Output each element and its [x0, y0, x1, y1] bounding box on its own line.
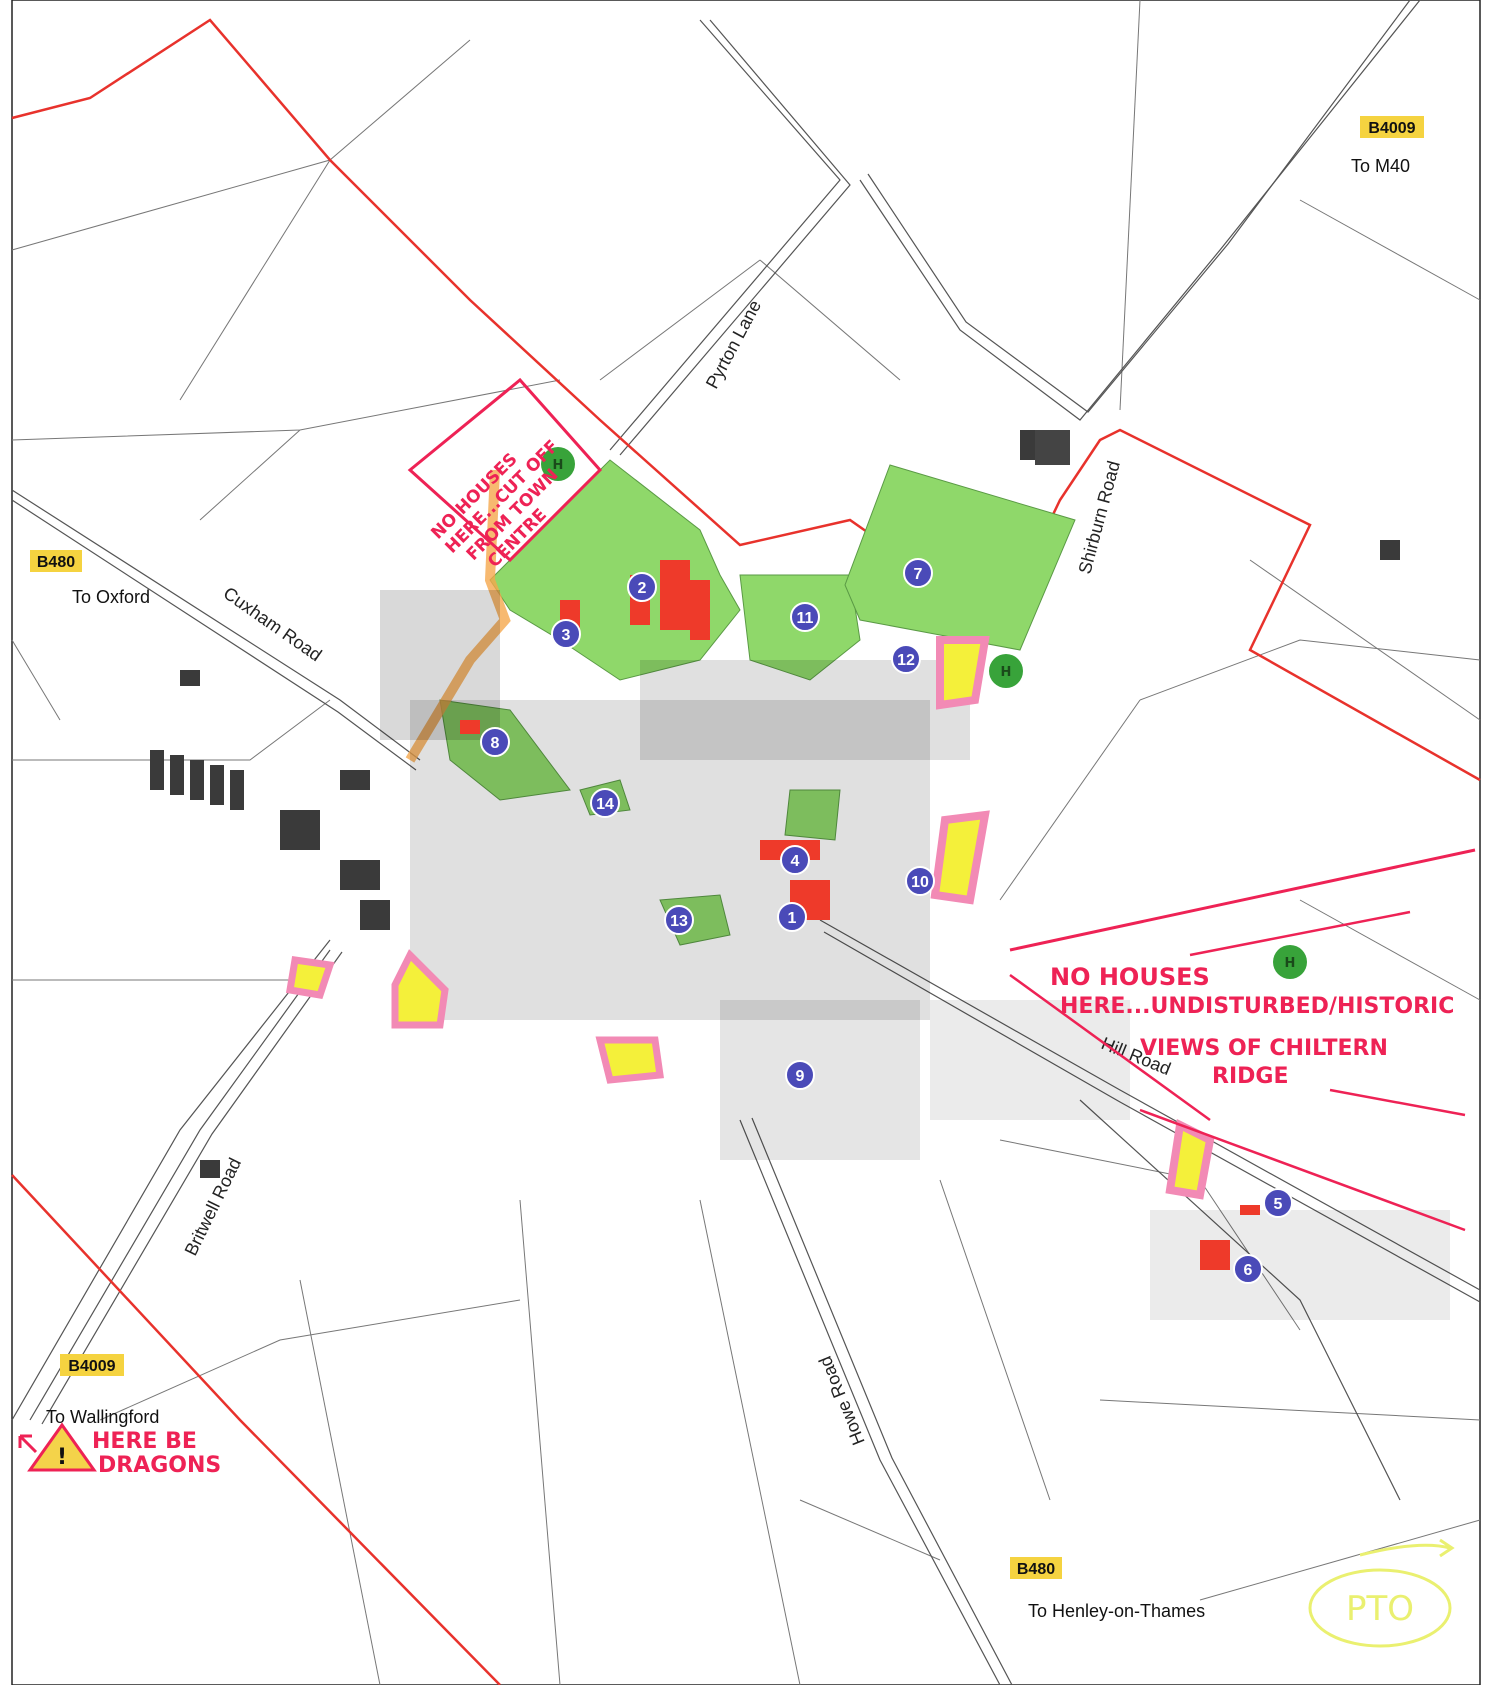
site-marker-2: 2: [627, 572, 657, 602]
svg-text:7: 7: [914, 566, 923, 583]
label-to-m40: To M40: [1351, 156, 1410, 176]
heritage-marker-e: H: [1273, 945, 1307, 979]
site-marker-11: 11: [790, 602, 820, 632]
svg-text:VIEWS OF CHILTERN: VIEWS OF CHILTERN: [1140, 1036, 1388, 1061]
site-10-parcel: [930, 810, 990, 905]
highway-label: B4009: [1368, 120, 1415, 137]
label-to-wallingford: To Wallingford: [46, 1407, 159, 1427]
site-marker-8: 8: [480, 727, 510, 757]
site-marker-14: 14: [590, 788, 620, 818]
svg-text:12: 12: [897, 652, 915, 669]
highway-label: B480: [1017, 1561, 1055, 1578]
svg-text:H: H: [1285, 956, 1296, 971]
svg-text:!: !: [57, 1445, 67, 1470]
svg-text:9: 9: [796, 1068, 805, 1085]
site-9-parcel: [595, 1036, 664, 1084]
heritage-marker-ne: H: [989, 654, 1023, 688]
green-space-centre: [784, 789, 841, 841]
annotation-east: NO HOUSES HERE...UNDISTURBED/HISTORIC VI…: [1009, 848, 1476, 1232]
site-sw-1-parcel: [285, 956, 335, 999]
svg-text:8: 8: [491, 735, 500, 752]
svg-text:HERE...UNDISTURBED/HISTORIC: HERE...UNDISTURBED/HISTORIC: [1060, 994, 1454, 1019]
site-sw-2-parcel: [391, 949, 449, 1029]
svg-text:H: H: [553, 458, 564, 473]
highway-b480-s: B480: [1010, 1557, 1062, 1579]
roads: [11, 0, 1481, 1685]
svg-text:RIDGE: RIDGE: [1212, 1064, 1288, 1089]
site-marker-5: 5: [1263, 1188, 1293, 1218]
site-hill-parcel: [1165, 1118, 1215, 1200]
highway-b4009-sw: B4009: [60, 1354, 124, 1376]
svg-text:13: 13: [670, 913, 688, 930]
site-marker-4: 4: [780, 845, 810, 875]
site-marker-3: 3: [551, 619, 581, 649]
svg-text:3: 3: [562, 627, 571, 644]
annotation-pto: PTO: [1308, 1538, 1455, 1648]
shirburn-building: [1035, 430, 1070, 465]
site-marker-1: 1: [777, 902, 807, 932]
field-lines: [11, 0, 1481, 1685]
site-12-parcel: [936, 636, 990, 710]
highway-label: B4009: [68, 1358, 115, 1375]
site-markers: 1 2 3 4 5 6 7 8 9 10 11 12 13 14: [480, 558, 1293, 1284]
site-marker-12: 12: [891, 644, 921, 674]
label-to-henley: To Henley-on-Thames: [1028, 1601, 1205, 1621]
green-space-7: [844, 464, 1076, 651]
highway-b4009-ne: B4009: [1360, 116, 1424, 138]
svg-text:2: 2: [638, 580, 647, 597]
svg-text:6: 6: [1244, 1262, 1253, 1279]
svg-text:HERE BE: HERE BE: [92, 1429, 197, 1454]
built-up-area: [150, 430, 1450, 1320]
svg-text:1: 1: [788, 910, 797, 927]
arrow-right-icon: [1359, 1538, 1455, 1558]
site-marker-10: 10: [905, 866, 935, 896]
svg-text:PTO: PTO: [1346, 1589, 1414, 1629]
warning-icon: [27, 1422, 97, 1472]
annotation-dragons: ! HERE BE DRAGONS: [18, 1422, 221, 1478]
svg-text:H: H: [1001, 665, 1012, 680]
arrow-sw-icon: [18, 1434, 38, 1454]
parish-boundary: [11, 18, 1481, 1685]
highway-b480-w: B480: [30, 550, 82, 572]
svg-text:5: 5: [1274, 1196, 1283, 1213]
site-marker-13: 13: [664, 905, 694, 935]
svg-text:NO HOUSES: NO HOUSES: [1050, 963, 1210, 991]
svg-text:4: 4: [791, 853, 800, 870]
site-marker-9: 9: [785, 1060, 815, 1090]
map-frame: [11, 0, 1481, 1685]
svg-text:DRAGONS: DRAGONS: [98, 1453, 221, 1478]
label-to-oxford: To Oxford: [72, 587, 150, 607]
highway-label: B480: [37, 554, 75, 571]
proposed-sites: [285, 636, 1215, 1200]
site-marker-6: 6: [1233, 1254, 1263, 1284]
svg-text:10: 10: [911, 874, 929, 891]
site-marker-7: 7: [903, 558, 933, 588]
svg-text:14: 14: [596, 796, 614, 813]
heritage-marker-nw: H: [541, 447, 575, 481]
svg-text:11: 11: [797, 610, 814, 627]
